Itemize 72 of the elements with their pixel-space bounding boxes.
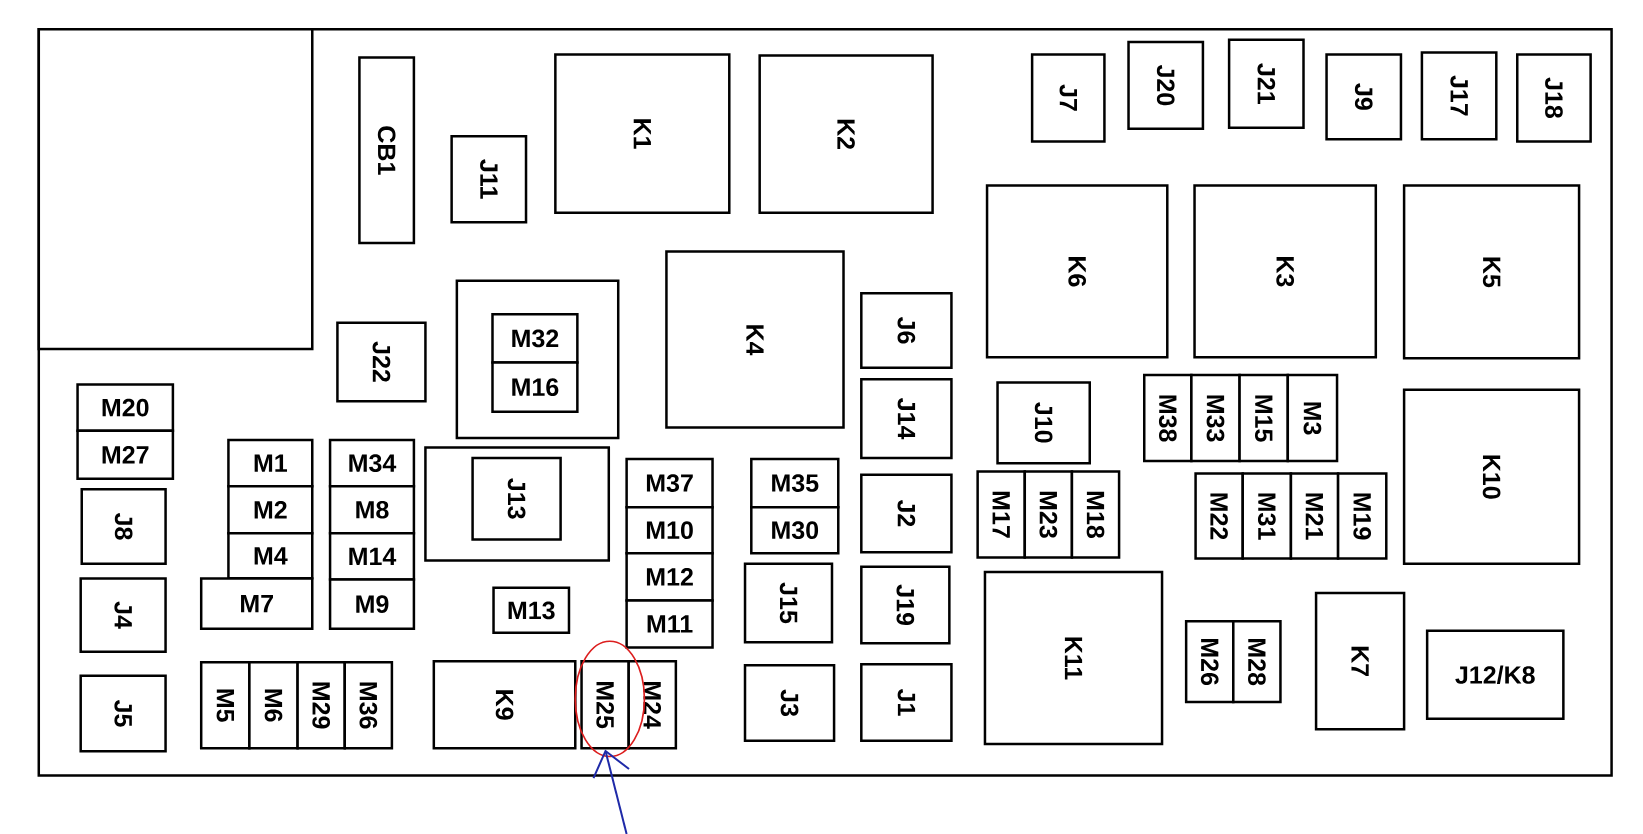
fuse-slot: M28 bbox=[1232, 620, 1282, 704]
fuse-slot: J11 bbox=[450, 134, 528, 224]
fuse-slot: J3 bbox=[743, 664, 836, 743]
fuse-slot: M9 bbox=[328, 578, 416, 630]
fuse-slot: J6 bbox=[860, 292, 953, 369]
fuse-slot: M12 bbox=[625, 552, 714, 602]
fuse-slot: J9 bbox=[1325, 53, 1403, 141]
fuse-slot: M13 bbox=[492, 586, 571, 635]
fuse-slot: J20 bbox=[1127, 40, 1205, 131]
fuse-slot: K5 bbox=[1402, 184, 1581, 360]
fuse-slot: M35 bbox=[750, 457, 840, 509]
fuse-slot: M16 bbox=[491, 361, 579, 414]
fuse-slot: M8 bbox=[328, 484, 416, 535]
fuse-slot: M10 bbox=[625, 505, 714, 555]
fuse-slot: M38 bbox=[1143, 373, 1193, 463]
fuse-slot: K11 bbox=[983, 570, 1164, 746]
fuse-slot: M7 bbox=[199, 577, 314, 630]
fuse-slot: M27 bbox=[76, 429, 175, 481]
fuse-slot: M14 bbox=[328, 532, 416, 581]
fuse-slot: K3 bbox=[1193, 184, 1378, 359]
fuse-slot: M17 bbox=[976, 470, 1027, 559]
fuse-slot: K1 bbox=[554, 53, 731, 214]
fuse-slot: J17 bbox=[1420, 51, 1498, 141]
fuse-slot: M23 bbox=[1023, 470, 1074, 559]
fuse-slot: M25 bbox=[580, 659, 630, 750]
fuse-slot: M3 bbox=[1286, 373, 1339, 463]
fuse-slot: M31 bbox=[1241, 472, 1293, 560]
fuse-slot: K2 bbox=[758, 54, 934, 214]
fuse-slot: M26 bbox=[1184, 620, 1235, 704]
fuse-slot: M24 bbox=[627, 659, 678, 750]
fuse-slot: M29 bbox=[296, 660, 346, 750]
fuse-slot: M2 bbox=[227, 484, 314, 535]
fuse-slot: K4 bbox=[665, 250, 845, 429]
fuse-slot: J18 bbox=[1516, 53, 1592, 143]
fuse-slot: J14 bbox=[860, 378, 953, 460]
fuse-slot: M19 bbox=[1336, 472, 1388, 560]
fuse-slot: M37 bbox=[625, 457, 714, 509]
fuse-slot: M21 bbox=[1289, 472, 1340, 560]
fuse-slot: M30 bbox=[750, 505, 840, 555]
fuse-slot: M1 bbox=[227, 438, 314, 488]
arrow bbox=[592, 749, 631, 834]
fuse-slot: K7 bbox=[1314, 591, 1406, 731]
slot-outline bbox=[37, 28, 314, 351]
fuse-slot: K10 bbox=[1402, 388, 1581, 565]
fuse-slot: J10 bbox=[996, 381, 1091, 465]
fuse-slot: J5 bbox=[79, 674, 167, 753]
fuse-slot: J13 bbox=[471, 456, 562, 541]
fuse-slot: J22 bbox=[336, 321, 427, 403]
fuse-slot: M15 bbox=[1238, 373, 1290, 463]
fuse-slot: M22 bbox=[1194, 472, 1244, 560]
fuse-slot: M34 bbox=[328, 438, 416, 488]
fuse-slot: J15 bbox=[743, 562, 834, 644]
fuse-slot: K9 bbox=[432, 659, 577, 750]
fuse-slot: J4 bbox=[79, 577, 167, 653]
fuse-slot: CB1 bbox=[358, 56, 416, 245]
fuse-slot: J8 bbox=[80, 488, 167, 565]
fuse-slot: J21 bbox=[1227, 38, 1305, 130]
fuse-slot: K6 bbox=[985, 184, 1169, 359]
fuse-slot: M32 bbox=[491, 313, 579, 364]
fuse-slot: M20 bbox=[76, 383, 175, 432]
fuse-slot: M36 bbox=[343, 660, 394, 750]
fuse-slot: J2 bbox=[860, 473, 953, 554]
fuse-slot: M11 bbox=[625, 599, 714, 649]
fuse-slot: J1 bbox=[860, 663, 953, 743]
fuse-slot: M6 bbox=[248, 660, 299, 750]
fuse-slot: J7 bbox=[1030, 53, 1106, 143]
fuse-slot: M5 bbox=[199, 660, 251, 750]
fuse-slot: J19 bbox=[860, 565, 951, 645]
fuse-slot: M33 bbox=[1190, 373, 1241, 463]
fuse-slot: M4 bbox=[227, 532, 314, 580]
fuse-slot: M18 bbox=[1070, 470, 1121, 559]
fuse-slot: J12/K8 bbox=[1425, 629, 1565, 721]
